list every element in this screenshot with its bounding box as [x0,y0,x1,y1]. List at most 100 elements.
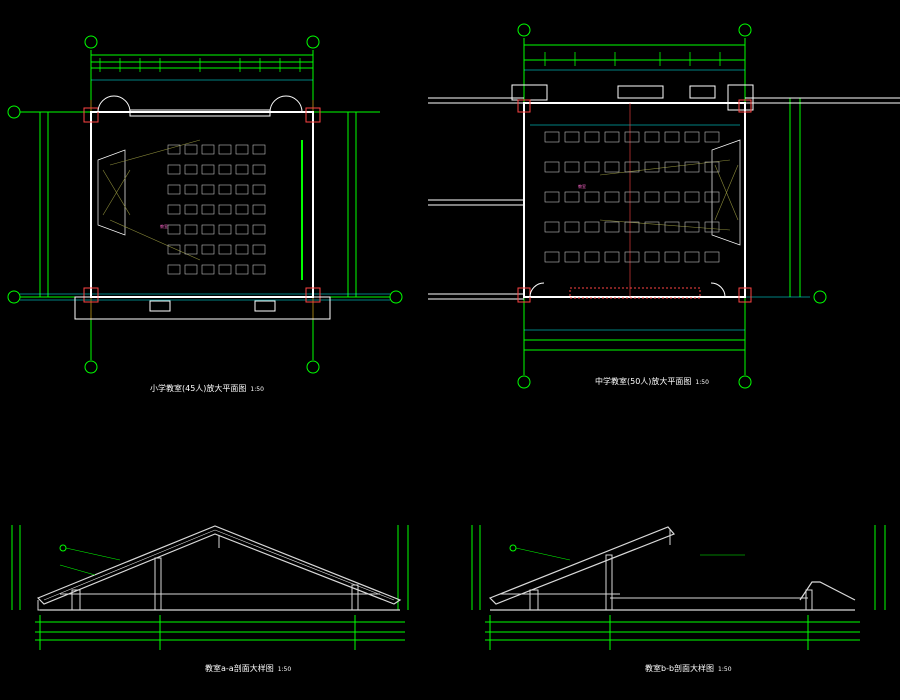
axis-bubble [84,35,98,49]
column [529,589,539,611]
desk [218,264,232,275]
desk [684,251,700,263]
desk [167,184,181,195]
roof-slab [799,581,856,601]
desk [184,244,198,255]
desk [235,244,249,255]
plan-1-desks [167,144,266,275]
desk [218,184,232,195]
desk [624,251,640,263]
desk [184,264,198,275]
sightline [102,169,131,216]
desk [184,144,198,155]
desk [201,164,215,175]
room-label: 教室 [160,223,168,229]
desk [218,244,232,255]
desk [684,191,700,203]
axis-bubble [7,290,21,304]
leader-line [59,564,96,576]
axis-bubble [517,375,531,389]
desk [218,164,232,175]
desk [564,221,580,233]
sightline [109,139,201,166]
desk [704,161,720,173]
column [605,554,613,611]
section-2-scale: 1:50 [718,666,732,673]
desk [584,161,600,173]
desk [235,204,249,215]
axis-bubble [306,35,320,49]
desk [252,204,266,215]
column [154,557,162,611]
axis-bubble [84,360,98,374]
desk [604,131,620,143]
plan-1-drawing: 教室 [7,35,403,374]
column [738,287,752,303]
desk [704,251,720,263]
desk [201,244,215,255]
desk [252,164,266,175]
desk [584,131,600,143]
section-2-title-text: 教室b-b剖面大样图 [645,664,715,673]
desk [564,131,580,143]
desk [184,184,198,195]
window-hatch [254,300,276,312]
column [305,107,321,123]
section-2-drawing [471,525,886,650]
desk [684,161,700,173]
room-label: 教室 [578,183,586,189]
door-swing [97,95,115,113]
desk [252,224,266,235]
door-swing [529,282,545,298]
plan-2-drawing: 教室 [428,23,900,389]
wall-stub [727,84,754,111]
desk [624,131,640,143]
desk [235,164,249,175]
window-hatch [569,287,701,299]
desk [604,221,620,233]
detail-callout [509,544,517,552]
column [71,589,81,611]
platform [711,139,741,246]
desk [184,204,198,215]
desk [201,224,215,235]
desk [584,251,600,263]
desk [664,191,680,203]
window-hatch [149,300,171,312]
desk [604,191,620,203]
desk [235,264,249,275]
desk [644,191,660,203]
detail-callout [59,544,67,552]
axis-bubble [306,360,320,374]
ground-line [37,600,80,611]
column [83,287,99,303]
desk [704,131,720,143]
desk [604,251,620,263]
desk [564,191,580,203]
desk [167,144,181,155]
desk [584,191,600,203]
window [129,109,271,117]
desk [184,224,198,235]
desk [201,144,215,155]
desk [235,224,249,235]
desk [624,191,640,203]
plan-2-title-text: 中学教室(50人)放大平面图 [595,377,692,386]
column [738,99,752,113]
desk [167,164,181,175]
desk [564,161,580,173]
axis-bubble [389,290,403,304]
door-swing [710,282,726,298]
desk [564,251,580,263]
desk [644,161,660,173]
axis-bubble [813,290,827,304]
plan-2-desks [544,131,720,263]
section-1-drawing [11,525,409,650]
desk [252,244,266,255]
desk [235,144,249,155]
desk [704,221,720,233]
